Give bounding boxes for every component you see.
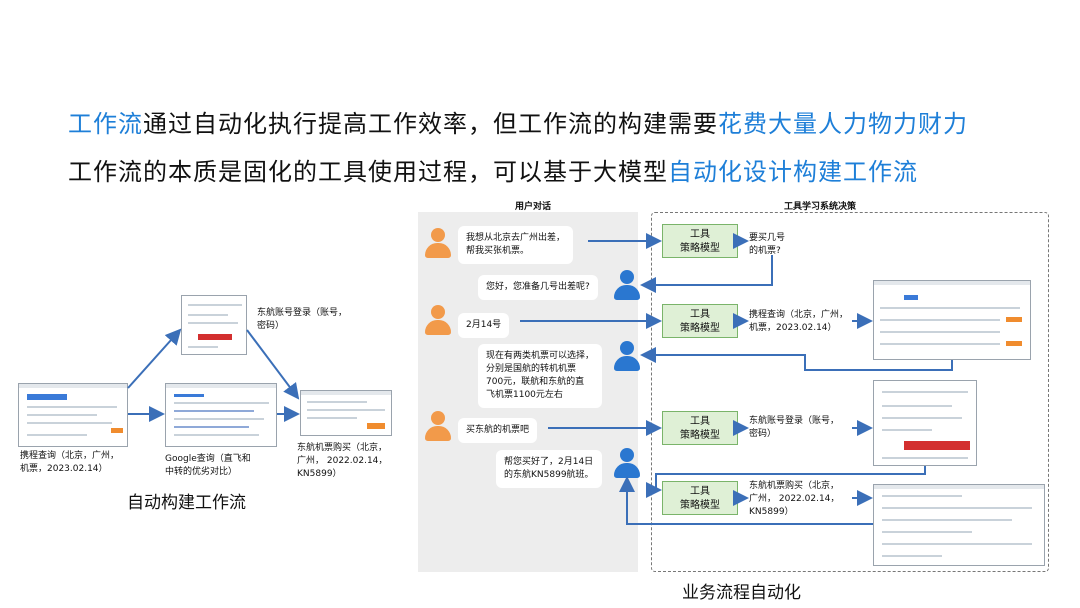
- arrow-purchase-to-agent3: [627, 478, 873, 524]
- arrow-login-to-purchase: [247, 330, 298, 398]
- arrow-note1-to-agent1: [642, 255, 772, 285]
- arrow-ctrip-to-agent2: [642, 355, 952, 370]
- arrow-ctrip-to-login: [128, 330, 180, 388]
- arrow-login-to-model4: [656, 466, 925, 490]
